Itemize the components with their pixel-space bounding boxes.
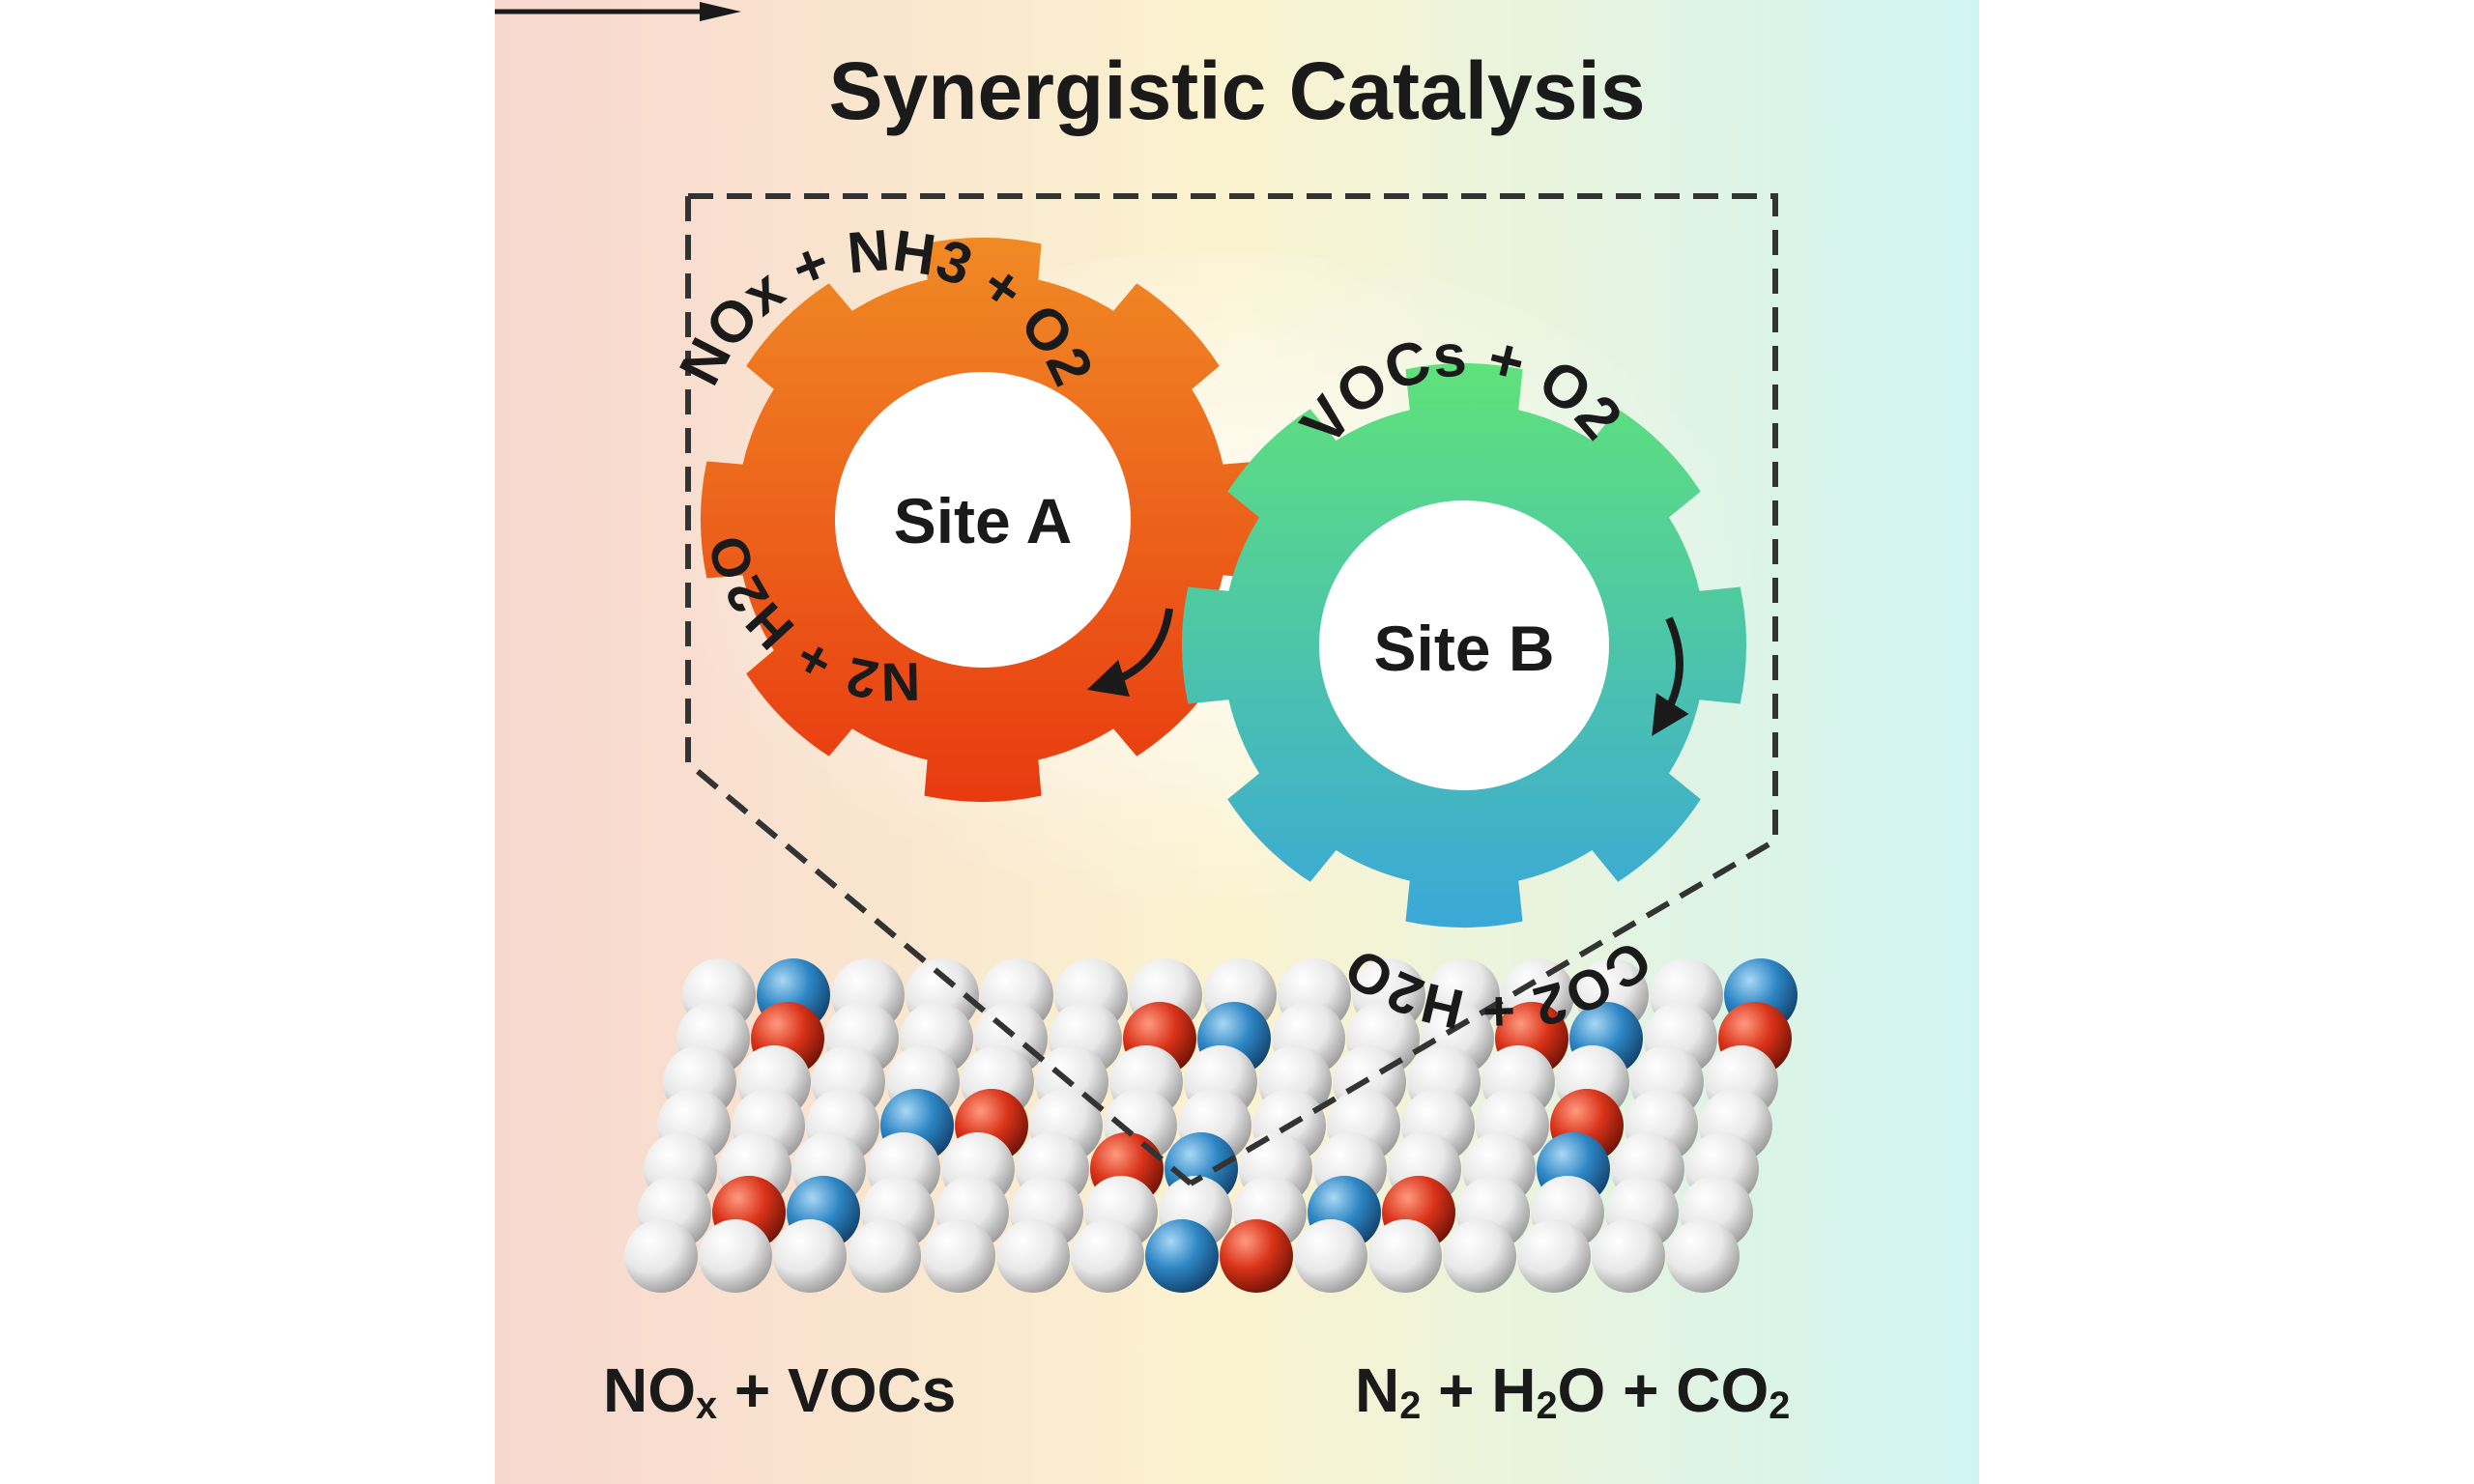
atom-white xyxy=(1443,1219,1516,1293)
site-b-curved-arrow-icon xyxy=(1652,616,1689,736)
site-a-label: Site A xyxy=(894,485,1073,556)
atom-white xyxy=(1592,1219,1665,1293)
atom-white xyxy=(624,1219,698,1293)
atom-white xyxy=(922,1219,995,1293)
diagram-canvas: NOx + NH3 + O2 N2 + H2O Site A VOCs + O2… xyxy=(495,0,1979,1484)
atom-white xyxy=(996,1219,1070,1293)
catalyst-surface xyxy=(624,958,1798,1293)
atom-white xyxy=(773,1219,847,1293)
atom-white xyxy=(1517,1219,1591,1293)
site-b-label: Site B xyxy=(1373,613,1554,684)
atom-white xyxy=(1368,1219,1442,1293)
atom-white xyxy=(699,1219,772,1293)
gear-site-a: NOx + NH3 + O2 N2 + H2O Site A xyxy=(667,217,1266,803)
atom-white xyxy=(1071,1219,1144,1293)
zoom-outline xyxy=(685,193,1778,1186)
gear-a-hub xyxy=(835,372,1131,668)
atom-white xyxy=(1294,1219,1367,1293)
diagram-title: Synergistic Catalysis xyxy=(828,45,1646,136)
atom-white xyxy=(848,1219,921,1293)
diagram-panel: NOx + NH3 + O2 N2 + H2O Site A VOCs + O2… xyxy=(495,0,1979,1484)
atom-blue xyxy=(1145,1219,1219,1293)
equation-reactants: NOx + VOCs xyxy=(603,1356,957,1428)
right-arrow-icon xyxy=(495,2,741,21)
site-a-curved-arrow-icon xyxy=(1086,608,1173,698)
equation-products: N2 + H2O + CO2 xyxy=(1355,1356,1791,1428)
gear-b-hub xyxy=(1319,500,1609,790)
atom-red xyxy=(1220,1219,1293,1293)
atom-white xyxy=(1666,1219,1740,1293)
